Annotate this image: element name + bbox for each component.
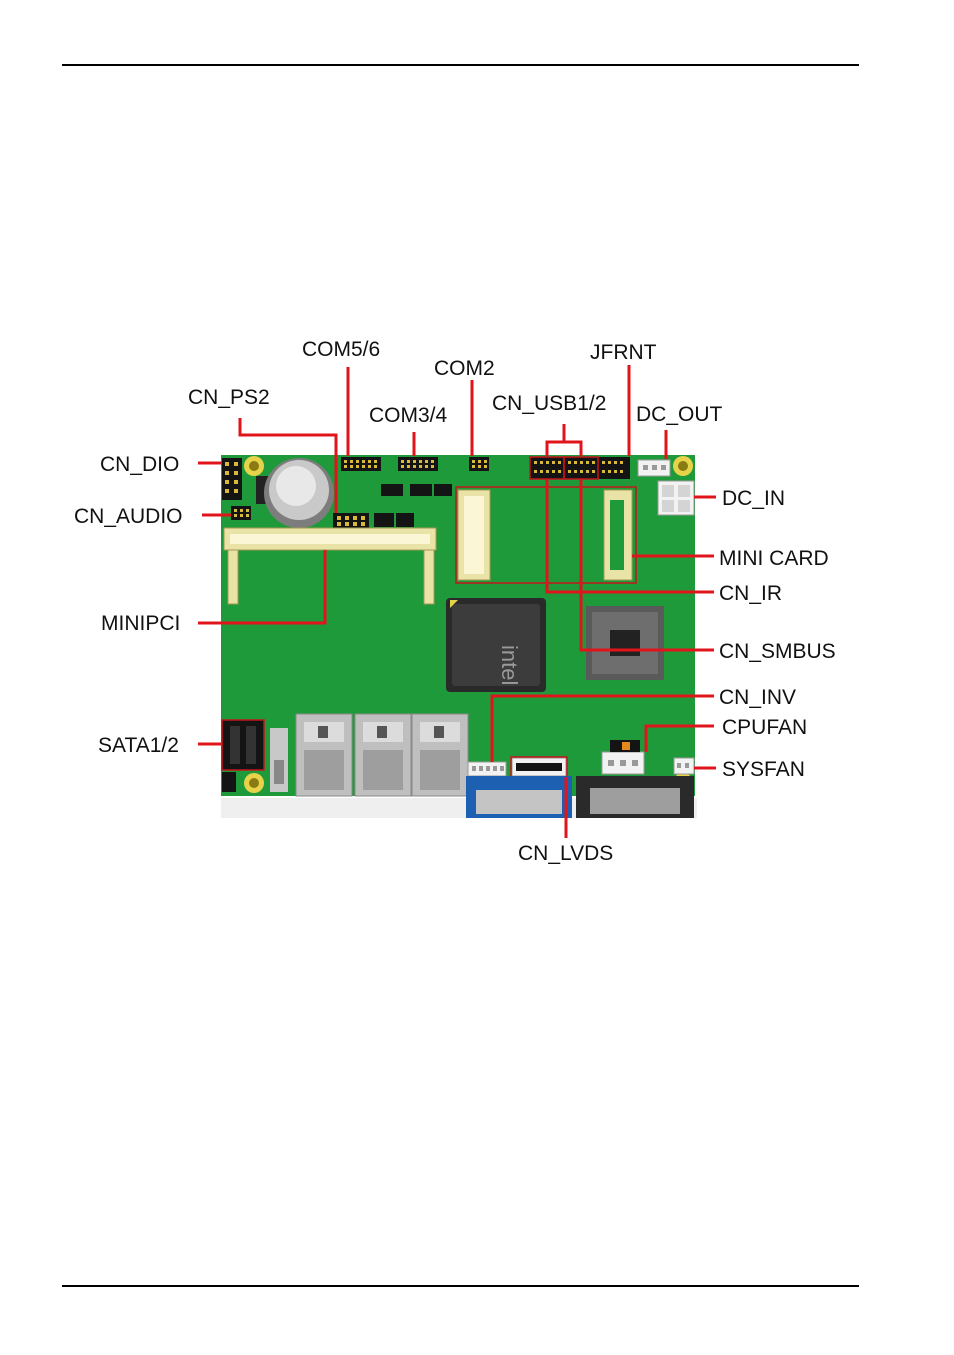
usb-jfrnt-headers [529, 456, 630, 480]
mini-card-slot [455, 486, 637, 584]
com56-header [341, 457, 381, 471]
lan-port-3 [411, 713, 469, 797]
cpu-chip: intel [446, 598, 546, 692]
label-minipci: MINIPCI [101, 612, 180, 635]
leader-lines [198, 365, 716, 838]
header-rule [62, 64, 859, 66]
label-cn-ps2: CN_PS2 [188, 386, 270, 409]
label-sysfan: SYSFAN [722, 758, 805, 781]
label-mini-card: MINI CARD [719, 547, 829, 570]
label-cn-inv: CN_INV [719, 686, 796, 709]
label-cn-usb12: CN_USB1/2 [492, 392, 606, 415]
com34-header [398, 457, 438, 471]
label-cn-audio: CN_AUDIO [74, 505, 183, 528]
label-cpufan: CPUFAN [722, 716, 807, 739]
dc-out-connector [637, 459, 671, 477]
label-cn-dio: CN_DIO [100, 453, 179, 476]
vga-port [466, 776, 572, 818]
chipset [586, 606, 664, 680]
label-com2: COM2 [434, 357, 495, 380]
cn-dio-header [222, 458, 242, 500]
cn-inv-connector [467, 761, 507, 777]
buzzer [270, 728, 288, 792]
label-cn-ir: CN_IR [719, 582, 782, 605]
jumper-blocks [374, 484, 452, 527]
footer-rule [62, 1285, 859, 1287]
label-dc-in: DC_IN [722, 487, 785, 510]
cmos-battery [256, 458, 334, 528]
sysfan-connector [673, 757, 695, 775]
cn-lvds-connector [510, 756, 568, 778]
label-cn-lvds: CN_LVDS [518, 842, 613, 865]
sata-connectors [221, 719, 265, 792]
serial-port [576, 776, 694, 818]
label-jfrnt: JFRNT [590, 341, 657, 364]
cn-ps2-header [333, 513, 369, 529]
com2-header [469, 457, 489, 471]
lan-port-2 [354, 713, 412, 797]
label-dc-out: DC_OUT [636, 403, 723, 426]
cpufan-connector [601, 740, 645, 775]
cn-audio-header [231, 506, 251, 520]
lan-port-1 [295, 713, 353, 797]
chip-logo: intel [497, 645, 522, 685]
dc-in-connector [657, 480, 695, 516]
label-com56: COM5/6 [302, 338, 380, 361]
label-com34: COM3/4 [369, 404, 448, 427]
label-sata12: SATA1/2 [98, 734, 179, 757]
label-cn-smbus: CN_SMBUS [719, 640, 836, 663]
minipci-slot [223, 527, 437, 605]
